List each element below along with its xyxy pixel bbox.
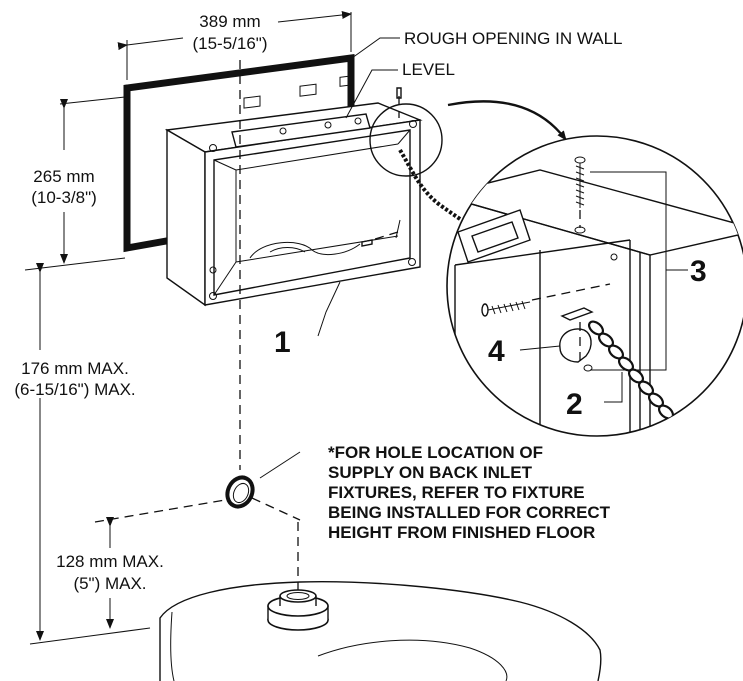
note-line-3: FIXTURES, REFER TO FIXTURE: [328, 483, 585, 502]
width-mm-label: 389 mm: [199, 12, 260, 31]
toilet-tank: [159, 581, 602, 681]
part-1-number: 1: [274, 326, 291, 359]
box-screws: [361, 87, 402, 247]
rough-opening-label: ROUGH OPENING IN WALL: [404, 29, 623, 48]
part1-leader: [317, 281, 341, 337]
level-tool: [231, 75, 371, 148]
max-above-mm-label: 176 mm MAX.: [21, 359, 129, 378]
note-line-2: SUPPLY ON BACK INLET: [328, 463, 533, 482]
max-supply-mm-label: 128 mm MAX.: [56, 552, 164, 571]
dimension-width: [117, 11, 352, 80]
zoom-arrow: [447, 100, 567, 141]
height-mm-label: 265 mm: [33, 167, 94, 186]
max-above-in-label: (6-15/16") MAX.: [14, 380, 135, 399]
max-supply-in-label: (5") MAX.: [73, 574, 146, 593]
rough-opening-leader: [351, 37, 400, 59]
part-3-number: 3: [690, 255, 707, 288]
dimension-max-above: [29, 263, 151, 645]
note-line-5: HEIGHT FROM FINISHED FLOOR: [328, 523, 595, 542]
detail-zoom: [446, 135, 743, 437]
chain: [398, 148, 470, 226]
supply-note: *FOR HOLE LOCATION OF SUPPLY ON BACK INL…: [328, 443, 611, 542]
dimension-max-supply: [94, 499, 226, 629]
level-label: LEVEL: [402, 60, 455, 79]
supply-hole: [225, 475, 255, 509]
detail-callout-circle: [369, 103, 443, 177]
level-leader: [345, 69, 398, 119]
part-4-number: 4: [488, 335, 505, 368]
note-leader: [259, 451, 301, 479]
note-line-4: BEING INSTALLED FOR CORRECT: [328, 503, 611, 522]
part-2-number: 2: [566, 388, 583, 421]
note-line-1: *FOR HOLE LOCATION OF: [328, 443, 543, 462]
height-in-label: (10-3/8"): [31, 188, 97, 207]
width-in-label: (15-5/16"): [192, 34, 267, 53]
